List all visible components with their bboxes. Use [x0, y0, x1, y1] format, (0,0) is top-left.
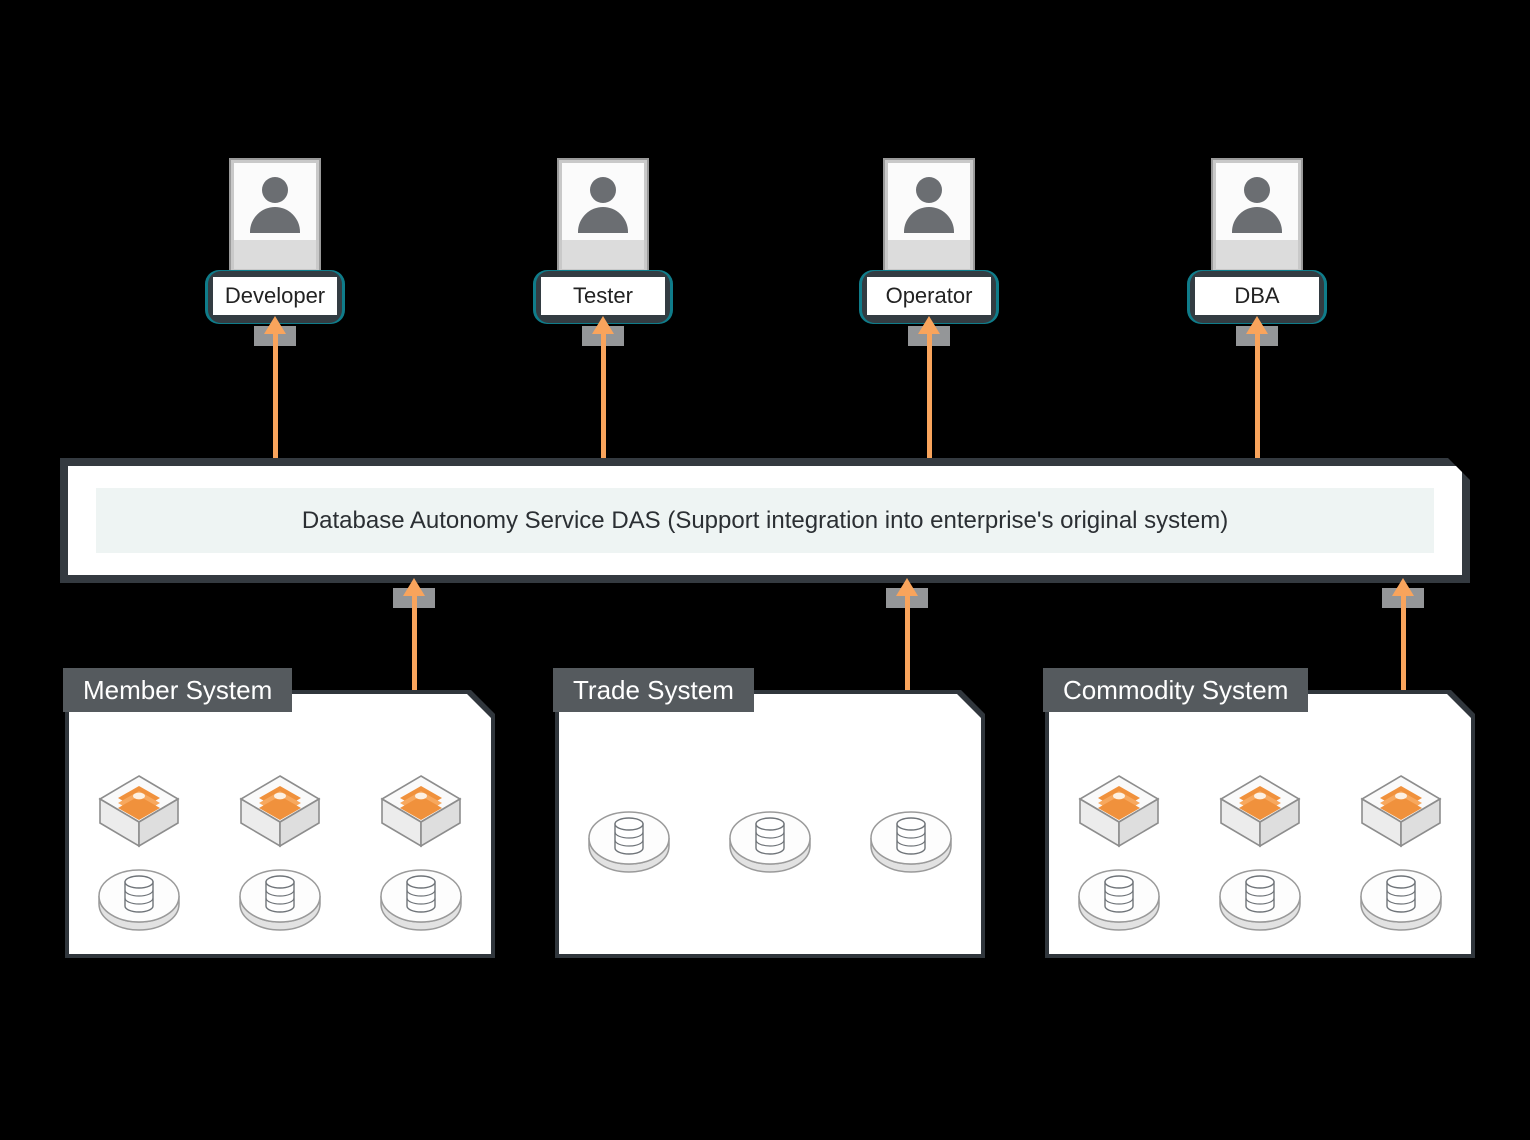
system-icon-row-databases	[69, 866, 491, 940]
database-cylinder-icon	[868, 808, 954, 882]
package-cube-icon	[1217, 772, 1303, 850]
package-cube-icon	[1076, 772, 1162, 850]
user-icon-photo	[562, 163, 644, 241]
user-card-footer	[888, 240, 970, 269]
user-icon-photo	[888, 163, 970, 241]
persona-dba[interactable]: DBA	[1147, 158, 1367, 324]
user-icon-photo	[234, 163, 316, 241]
system-title: Commodity System	[1043, 668, 1309, 712]
package-cube-icon	[378, 772, 464, 850]
arrow-shaft	[927, 329, 932, 468]
package-cube-icon	[1358, 772, 1444, 850]
up-arrow-icon	[592, 316, 614, 334]
user-body-shape	[250, 207, 300, 233]
arrow-shaft	[412, 591, 417, 718]
arrow-das-to-dba	[1236, 316, 1278, 468]
system-icon-row-cubes	[1049, 772, 1471, 850]
system-commodity[interactable]: Commodity System	[1035, 668, 1475, 958]
arrow-member-system-to-das	[393, 578, 435, 718]
database-cylinder-icon	[378, 866, 464, 940]
persona-label: Operator	[867, 277, 991, 315]
persona-label: Developer	[213, 277, 337, 315]
arrow-shaft	[1255, 329, 1260, 468]
user-head-shape	[1244, 177, 1270, 203]
arrow-das-to-operator	[908, 316, 950, 468]
persona-label: Tester	[541, 277, 665, 315]
persona-operator[interactable]: Operator	[819, 158, 1039, 324]
user-icon	[229, 158, 321, 274]
persona-badge[interactable]: Operator	[859, 270, 999, 324]
user-icon	[883, 158, 975, 274]
database-cylinder-icon	[586, 808, 672, 882]
user-icon	[1211, 158, 1303, 274]
up-arrow-icon	[896, 578, 918, 596]
user-head-shape	[590, 177, 616, 203]
arrow-commodity-system-to-das	[1382, 578, 1424, 718]
up-arrow-icon	[1392, 578, 1414, 596]
persona-tester[interactable]: Tester	[493, 158, 713, 324]
system-title: Member System	[63, 668, 293, 712]
system-title: Trade System	[553, 668, 754, 712]
package-cube-icon	[96, 772, 182, 850]
user-icon-photo	[1216, 163, 1298, 241]
arrow-shaft	[273, 329, 278, 468]
database-cylinder-icon	[727, 808, 813, 882]
das-bar-label: Database Autonomy Service DAS (Support i…	[301, 506, 1229, 534]
database-cylinder-icon	[1076, 866, 1162, 940]
up-arrow-icon	[1246, 316, 1268, 334]
user-body-shape	[1232, 207, 1282, 233]
system-icon-row-databases	[1049, 866, 1471, 940]
system-icon-row-cubes	[69, 772, 491, 850]
user-card-footer	[562, 240, 644, 269]
up-arrow-icon	[918, 316, 940, 334]
user-head-shape	[916, 177, 942, 203]
database-cylinder-icon	[237, 866, 323, 940]
database-cylinder-icon	[1358, 866, 1444, 940]
database-cylinder-icon	[1217, 866, 1303, 940]
arrow-shaft	[905, 591, 910, 718]
persona-badge[interactable]: Tester	[533, 270, 673, 324]
user-head-shape	[262, 177, 288, 203]
persona-badge[interactable]: Developer	[205, 270, 345, 324]
user-card-footer	[1216, 240, 1298, 269]
user-icon	[557, 158, 649, 274]
arrow-trade-system-to-das	[886, 578, 928, 718]
up-arrow-icon	[403, 578, 425, 596]
system-icon-row-databases	[559, 808, 981, 882]
das-bar-panel: Database Autonomy Service DAS (Support i…	[96, 488, 1434, 553]
up-arrow-icon	[264, 316, 286, 334]
package-cube-icon	[237, 772, 323, 850]
user-card-footer	[234, 240, 316, 269]
arrow-das-to-tester	[582, 316, 624, 468]
system-member[interactable]: Member System	[55, 668, 495, 958]
arrow-das-to-developer	[254, 316, 296, 468]
user-body-shape	[904, 207, 954, 233]
persona-label: DBA	[1195, 277, 1319, 315]
user-body-shape	[578, 207, 628, 233]
database-cylinder-icon	[96, 866, 182, 940]
das-service-bar[interactable]: Database Autonomy Service DAS (Support i…	[60, 458, 1470, 583]
persona-badge[interactable]: DBA	[1187, 270, 1327, 324]
arrow-shaft	[601, 329, 606, 468]
arrow-shaft	[1401, 591, 1406, 718]
persona-developer[interactable]: Developer	[165, 158, 385, 324]
system-trade[interactable]: Trade System	[545, 668, 985, 958]
das-bar-inner: Database Autonomy Service DAS (Support i…	[68, 466, 1462, 575]
